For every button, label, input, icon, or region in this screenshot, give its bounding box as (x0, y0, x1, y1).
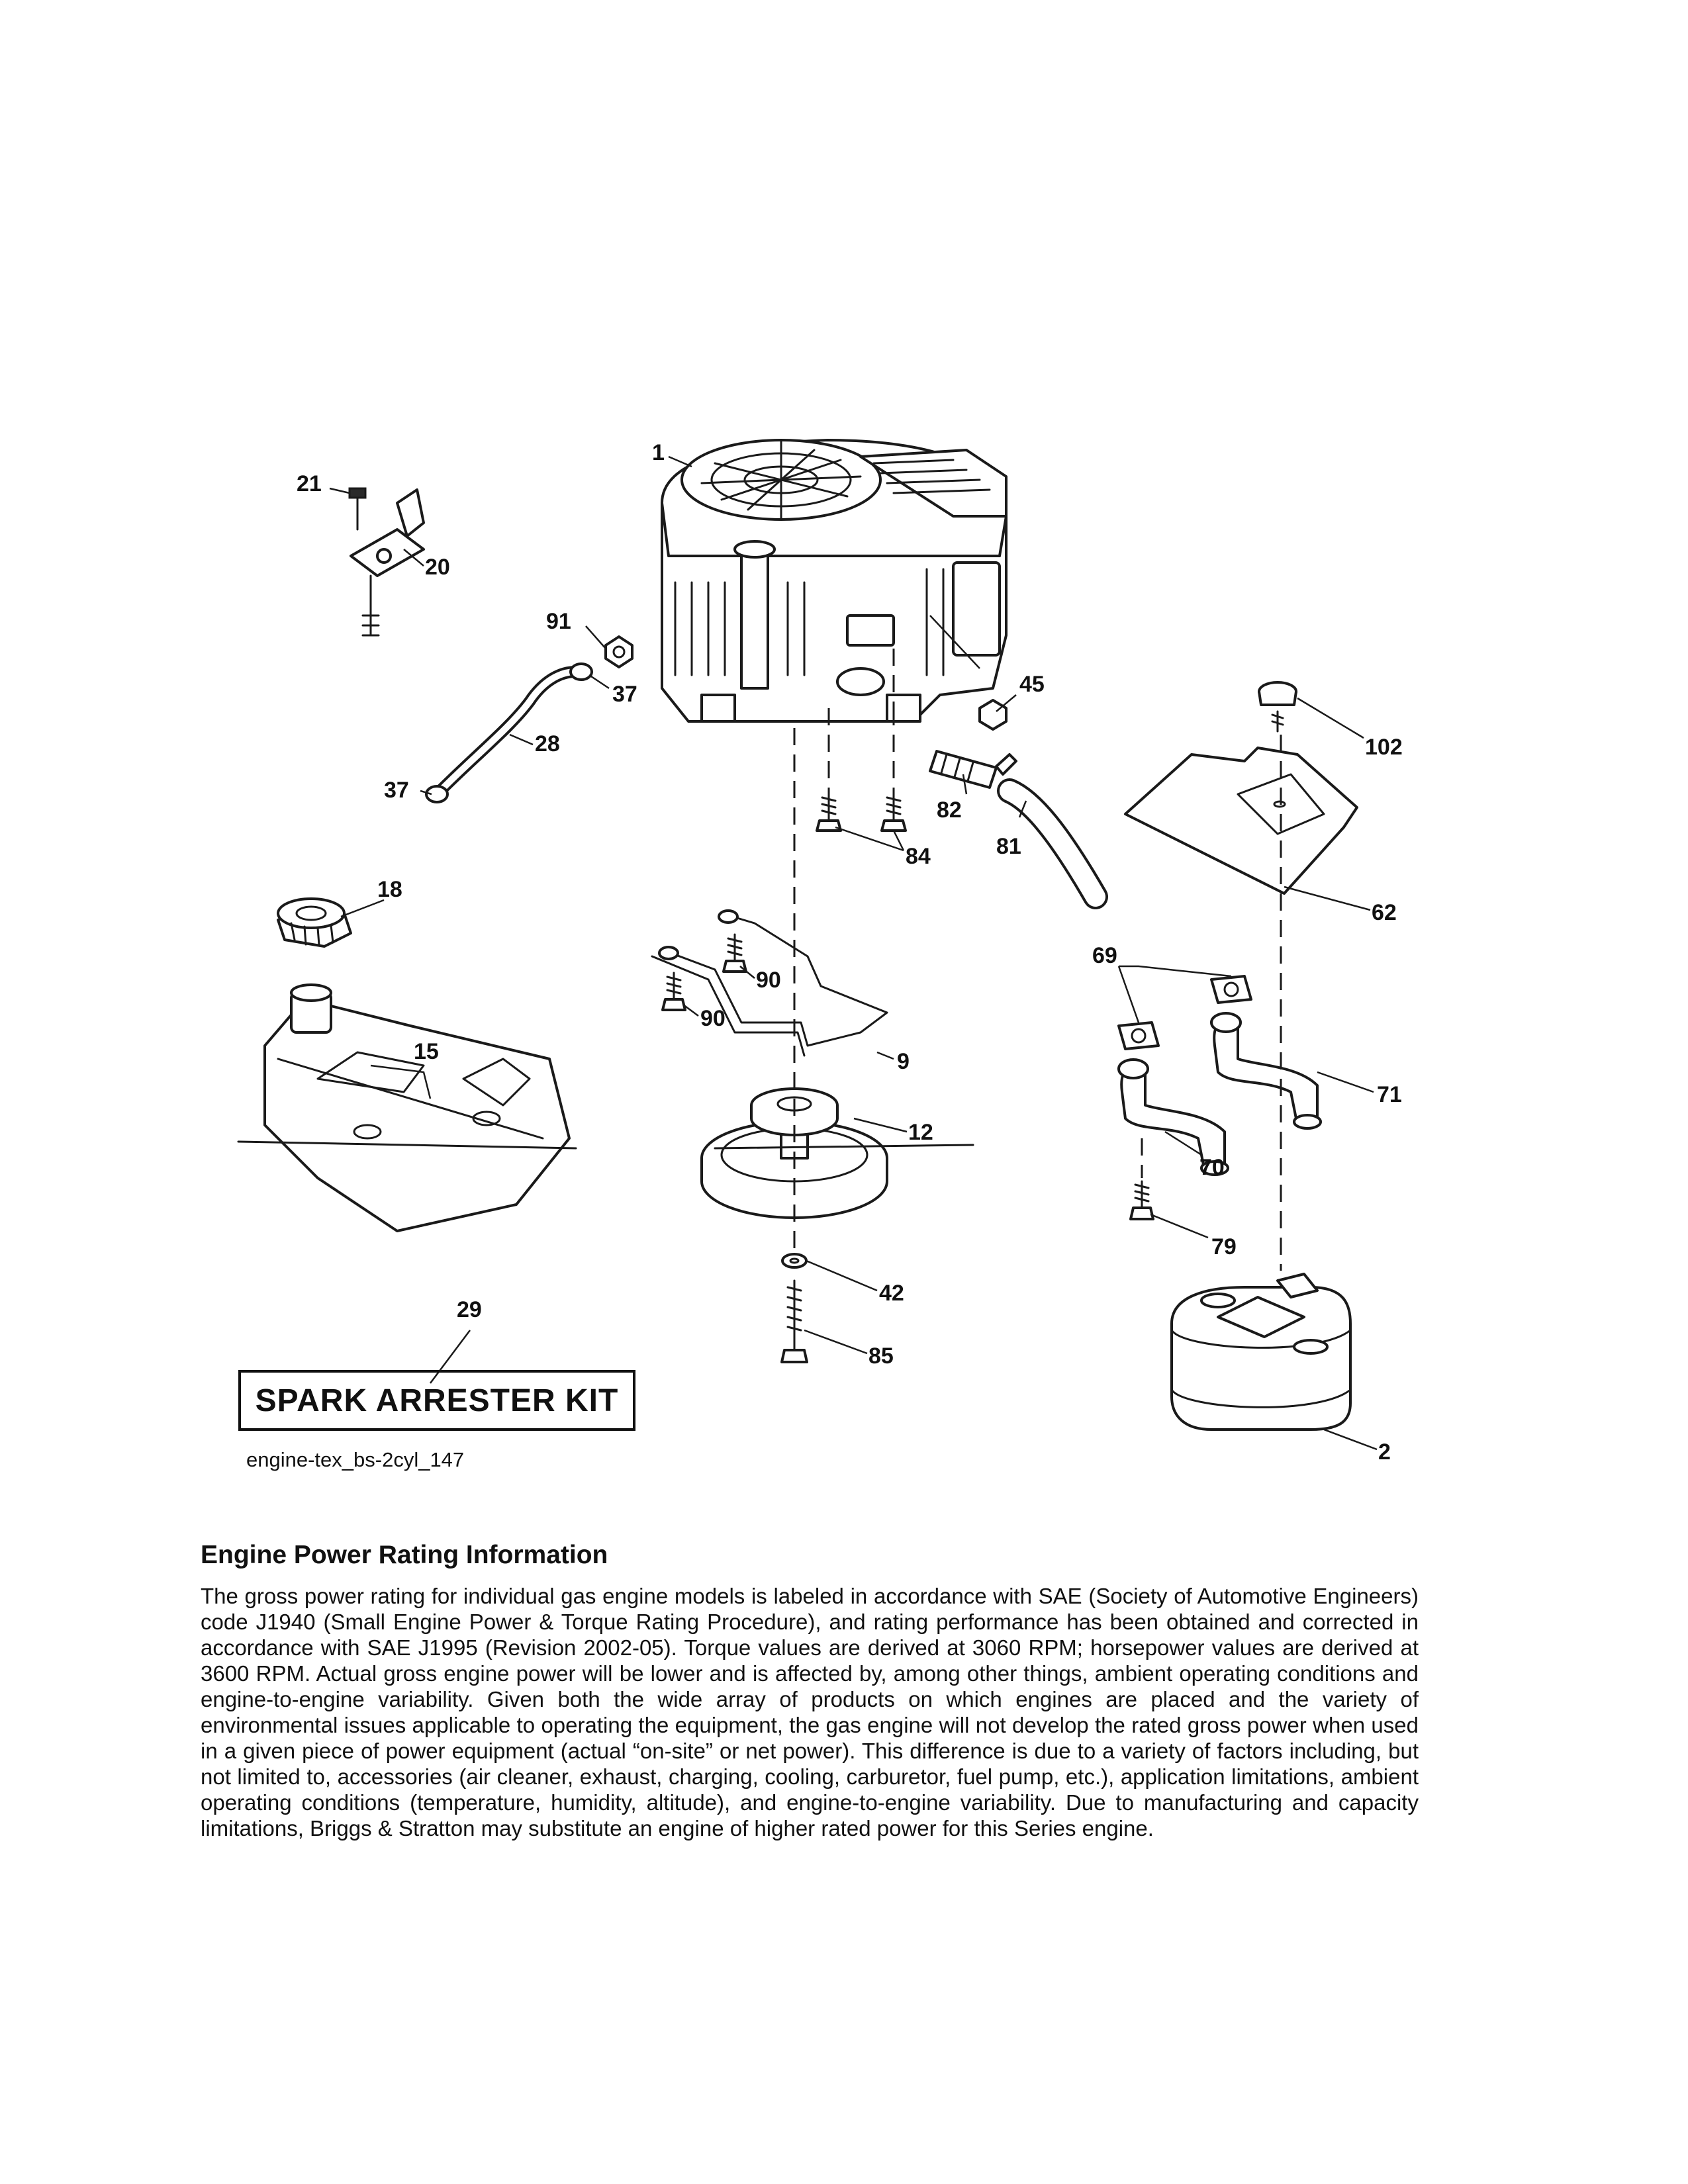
callout-labels: 1 2 9 12 15 18 20 21 28 29 37 37 42 45 6… (297, 440, 1403, 1465)
callout-70: 70 (1199, 1155, 1225, 1180)
bolt-90-upper (722, 933, 747, 973)
info-heading: Engine Power Rating Information (201, 1541, 608, 1569)
info-body: The gross power rating for individual ga… (201, 1584, 1419, 1841)
fuel-hose-81 (997, 778, 1108, 909)
callout-90-upper: 90 (756, 968, 781, 993)
callout-62: 62 (1372, 900, 1397, 925)
callout-90-lower: 90 (700, 1006, 726, 1031)
callout-81: 81 (996, 834, 1021, 859)
pulley (700, 1087, 974, 1219)
callout-84: 84 (906, 844, 931, 869)
callout-42: 42 (879, 1281, 904, 1306)
diagram-reference-code: engine-tex_bs-2cyl_147 (246, 1448, 465, 1471)
exploded-engine-diagram: 1 2 9 12 15 18 20 21 28 29 37 37 42 45 6… (237, 439, 1403, 1465)
heat-shield (1124, 747, 1358, 895)
callout-9: 9 (897, 1049, 910, 1074)
exhaust-pipe-71 (1210, 1012, 1322, 1130)
callout-69: 69 (1092, 943, 1117, 968)
nut-45 (978, 699, 1008, 731)
bolts-84 (816, 793, 907, 832)
callout-29: 29 (457, 1297, 482, 1322)
callout-15: 15 (414, 1039, 439, 1064)
callout-18: 18 (377, 877, 402, 902)
callout-37-lower: 37 (384, 778, 409, 803)
callout-91: 91 (546, 609, 571, 634)
muffler (1170, 1273, 1352, 1431)
gasket-69-b (1117, 1021, 1160, 1050)
bolt-79 (1129, 1180, 1154, 1220)
callout-12: 12 (908, 1120, 933, 1145)
callout-71: 71 (1377, 1082, 1402, 1107)
bolt-85 (780, 1279, 808, 1363)
throttle-control (350, 488, 425, 637)
knob-102 (1258, 681, 1297, 733)
engine-assembly (661, 439, 1008, 723)
bolt-21 (348, 487, 367, 531)
callout-102: 102 (1365, 735, 1403, 760)
spark-arrester-kit-box: SPARK ARRESTER KIT (238, 1370, 635, 1431)
nut-91 (604, 635, 633, 668)
fuel-tank (237, 983, 577, 1232)
bolt-90-lower (661, 972, 686, 1011)
exhaust-pipe-70 (1117, 1058, 1229, 1176)
callout-1: 1 (652, 440, 665, 465)
washer-42 (781, 1253, 808, 1269)
callout-85: 85 (868, 1343, 894, 1369)
engine-bracket (651, 909, 888, 1057)
callout-leaders (329, 455, 1378, 1451)
spark-arrester-kit-label: SPARK ARRESTER KIT (255, 1383, 619, 1418)
callout-79: 79 (1211, 1234, 1237, 1259)
gasket-69-a (1210, 975, 1252, 1004)
callout-82: 82 (937, 797, 962, 823)
callout-21: 21 (297, 471, 322, 496)
fuel-filter (929, 750, 1017, 789)
callout-20: 20 (425, 555, 450, 580)
callout-28: 28 (535, 731, 560, 756)
callout-45: 45 (1019, 672, 1045, 697)
assembly-center-lines (793, 622, 1282, 1271)
callout-2: 2 (1378, 1439, 1391, 1465)
fuel-line (425, 662, 593, 803)
callout-37-upper: 37 (612, 682, 637, 707)
fuel-cap (277, 897, 352, 948)
